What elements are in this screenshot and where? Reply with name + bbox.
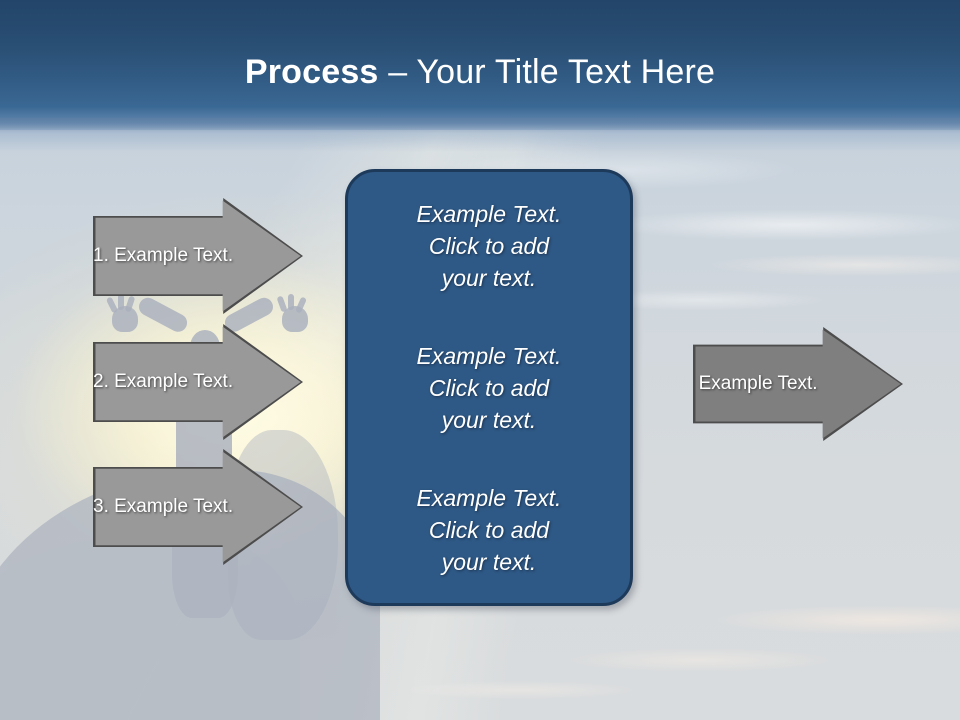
- page-title-rest: – Your Title Text Here: [378, 53, 716, 91]
- panel-text-block-2: Example Text. Click to add your text.: [416, 342, 562, 433]
- input-arrow-2[interactable]: 2. Example Text.: [93, 324, 303, 440]
- process-panel[interactable]: Example Text. Click to add your text. Ex…: [345, 169, 633, 606]
- input-arrow-3[interactable]: 3. Example Text.: [93, 449, 303, 565]
- panel-text-block-3: Example Text. Click to add your text.: [416, 484, 562, 575]
- output-arrow[interactable]: Example Text.: [693, 327, 903, 441]
- background-cliff-lower: [0, 540, 300, 720]
- page-title: Process – Your Title Text Here: [0, 52, 960, 92]
- figure-left-hand: [105, 294, 138, 332]
- figure-finger: [288, 294, 294, 310]
- title-band: [0, 0, 960, 130]
- panel-text-block-1: Example Text. Click to add your text.: [416, 200, 562, 291]
- figure-finger: [118, 294, 124, 310]
- title-band-fade: [0, 118, 960, 152]
- page-title-emphasis: Process: [244, 53, 379, 91]
- input-arrow-1[interactable]: 1. Example Text.: [93, 198, 303, 314]
- figure-right-hand: [276, 294, 308, 332]
